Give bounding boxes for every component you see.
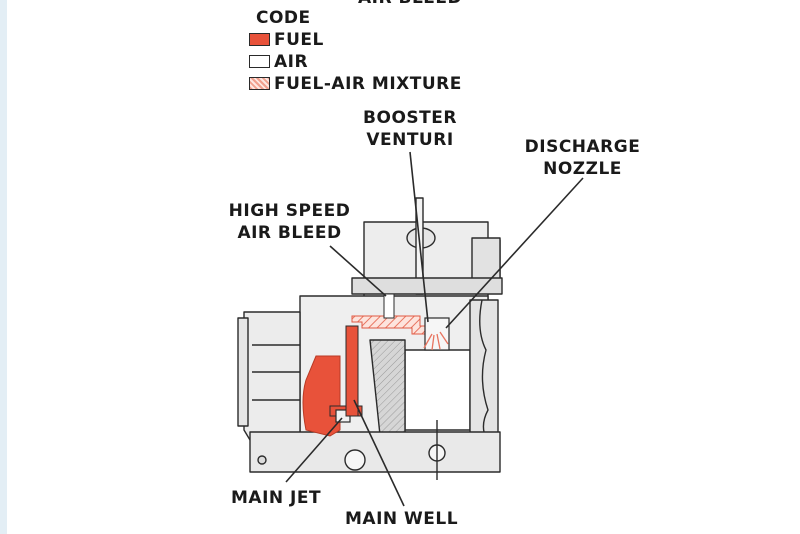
high-speed-air-bleed-line1: HIGH SPEED — [228, 201, 351, 221]
legend-fuel-label: FUEL — [274, 30, 324, 50]
legend-air-label: AIR — [274, 52, 309, 72]
right-cast-contour — [479, 299, 489, 439]
legend-fuel-swatch — [249, 33, 270, 46]
main-well-column — [345, 325, 359, 417]
booster-venturi-line2: VENTURI — [366, 130, 454, 150]
main-well-label: MAIN WELL — [345, 509, 459, 529]
venturi-bore — [404, 349, 471, 431]
legend-mixture-swatch — [249, 77, 270, 90]
page-edge-strip — [0, 0, 7, 534]
float-bowl — [243, 311, 301, 441]
right-cast-edge — [469, 299, 499, 439]
bowl-cover-rib — [237, 317, 249, 427]
legend-mixture-label: FUEL-AIR MIXTURE — [274, 74, 462, 94]
discharge-nozzle-line2: NOZZLE — [543, 159, 622, 179]
discharge-spray — [423, 331, 449, 351]
legend-title: CODE — [256, 8, 311, 28]
legend-air-swatch — [249, 55, 270, 68]
air-bleed-passage — [383, 293, 395, 319]
high-speed-air-bleed-line2: AIR BLEED — [237, 223, 342, 243]
upper-flange — [351, 277, 503, 295]
leader-discharge-nozzle — [445, 177, 584, 329]
discharge-nozzle-label: DISCHARGE NOZZLE — [515, 136, 650, 180]
discharge-nozzle-line1: DISCHARGE — [524, 137, 641, 157]
header-partial-label: AIR BLEED — [358, 0, 462, 9]
leader-booster-venturi — [409, 151, 429, 323]
high-speed-air-bleed-label: HIGH SPEED AIR BLEED — [222, 200, 357, 244]
throttle-shaft-left — [344, 449, 366, 471]
leader-high-speed-air-bleed — [329, 245, 387, 297]
booster-venturi-label: BOOSTER VENTURI — [350, 107, 470, 151]
leader-main-jet — [285, 417, 343, 483]
leader-main-well — [353, 399, 405, 507]
main-jet-label: MAIN JET — [231, 488, 322, 508]
throttle-base — [249, 431, 501, 473]
base-screw — [257, 455, 267, 465]
booster-venturi-line1: BOOSTER — [363, 108, 457, 128]
